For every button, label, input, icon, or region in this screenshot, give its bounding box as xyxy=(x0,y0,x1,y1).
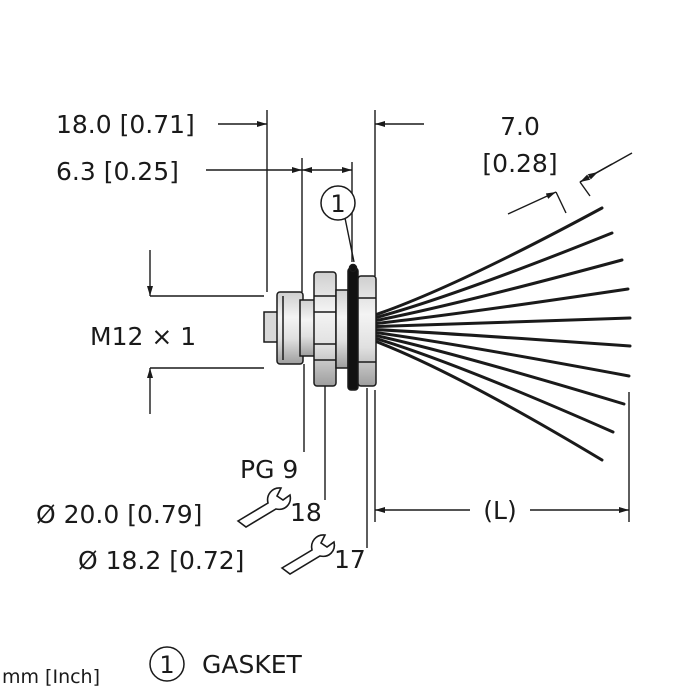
connector-body xyxy=(263,263,377,391)
dim-wire-spacing-inch: [0.28] xyxy=(482,149,557,178)
legend-units: mm [Inch] xyxy=(2,666,100,688)
wire xyxy=(370,258,624,323)
legend-item-number: 1 xyxy=(159,651,174,679)
callout-circle xyxy=(320,185,356,221)
wrench-icon xyxy=(236,487,292,528)
rear-body xyxy=(335,289,349,369)
dim-overall-length: 18.0 [0.71] xyxy=(56,110,195,139)
front-housing xyxy=(276,291,304,365)
dim-thread: M12 × 1 xyxy=(90,322,196,351)
wire xyxy=(370,287,630,326)
legend-item-label: GASKET xyxy=(202,650,303,679)
dim-wire-spacing-mm: 7.0 xyxy=(500,112,540,141)
callout-number: 1 xyxy=(330,190,345,218)
wire-bundle xyxy=(370,206,632,462)
wire xyxy=(370,316,632,329)
rear-hex xyxy=(357,275,377,387)
dim-panel-thread: PG 9 xyxy=(240,455,298,484)
dim-front-depth: 6.3 [0.25] xyxy=(56,157,179,186)
wire xyxy=(370,338,604,462)
dim-nut-wrench: 18 xyxy=(290,498,322,527)
hex-nut xyxy=(313,271,337,387)
wire xyxy=(370,231,614,321)
wire xyxy=(370,327,632,348)
wire xyxy=(370,335,615,434)
gasket xyxy=(347,267,359,391)
wrench-icon xyxy=(280,534,336,575)
dim-nut-diameter: Ø 20.0 [0.79] xyxy=(36,500,202,529)
gasket-top xyxy=(348,263,358,273)
dim-gasket-wrench: 17 xyxy=(334,545,366,574)
dim-gasket-diameter: Ø 18.2 [0.72] xyxy=(78,546,244,575)
wire xyxy=(370,206,604,318)
wire xyxy=(370,333,626,406)
dim-cable-length: (L) xyxy=(483,496,516,525)
wire xyxy=(370,330,631,378)
arrowhead-6-3 xyxy=(302,167,312,173)
legend-item-circle xyxy=(149,646,185,682)
